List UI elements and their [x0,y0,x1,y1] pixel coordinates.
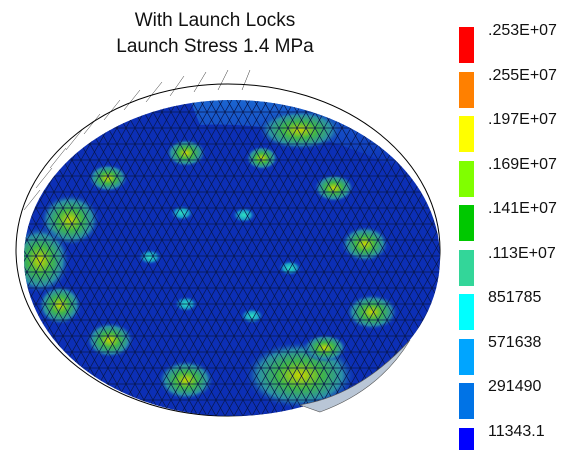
legend-swatch-0 [459,27,474,63]
stress-contour-plot [15,69,441,417]
legend-label-2: .197E+07 [488,111,557,128]
legend-swatch-9 [459,427,474,450]
legend-swatch-8 [459,383,474,419]
legend-label-3: .169E+07 [488,155,557,173]
legend-swatch-7 [459,338,474,375]
color-legend: .253E+07 .255E+07 .197E+07 .169E+07 .141E+07… [455,22,565,450]
legend-swatch-2 [459,116,474,152]
legend-label-8: 291490 [488,378,542,395]
dish-surface [24,100,440,416]
legend-label-0: .253E+07 [488,22,557,39]
title-line-1: With Launch Locks [134,10,296,31]
legend-label-1: .255E+07 [488,66,557,84]
legend-swatch-6 [459,294,474,330]
legend-swatch-3 [459,160,474,197]
legend-label-6: 851785 [488,289,542,306]
dish-lip [299,339,411,413]
dish-rim [15,69,441,417]
plot-title: With Launch Locks Launch Stress 1.4 MPa [60,8,370,60]
legend-label-7: 571638 [488,333,542,351]
legend-swatch-4 [459,205,474,241]
legend-swatch-5 [459,249,474,286]
title-line-2: Launch Stress 1.4 MPa [116,36,314,57]
legend-label-9: 11343.1 [488,422,545,440]
legend-label-5: .113E+07 [488,244,556,262]
legend-label-4: .141E+07 [488,200,557,217]
legend-swatch-1 [459,71,474,108]
